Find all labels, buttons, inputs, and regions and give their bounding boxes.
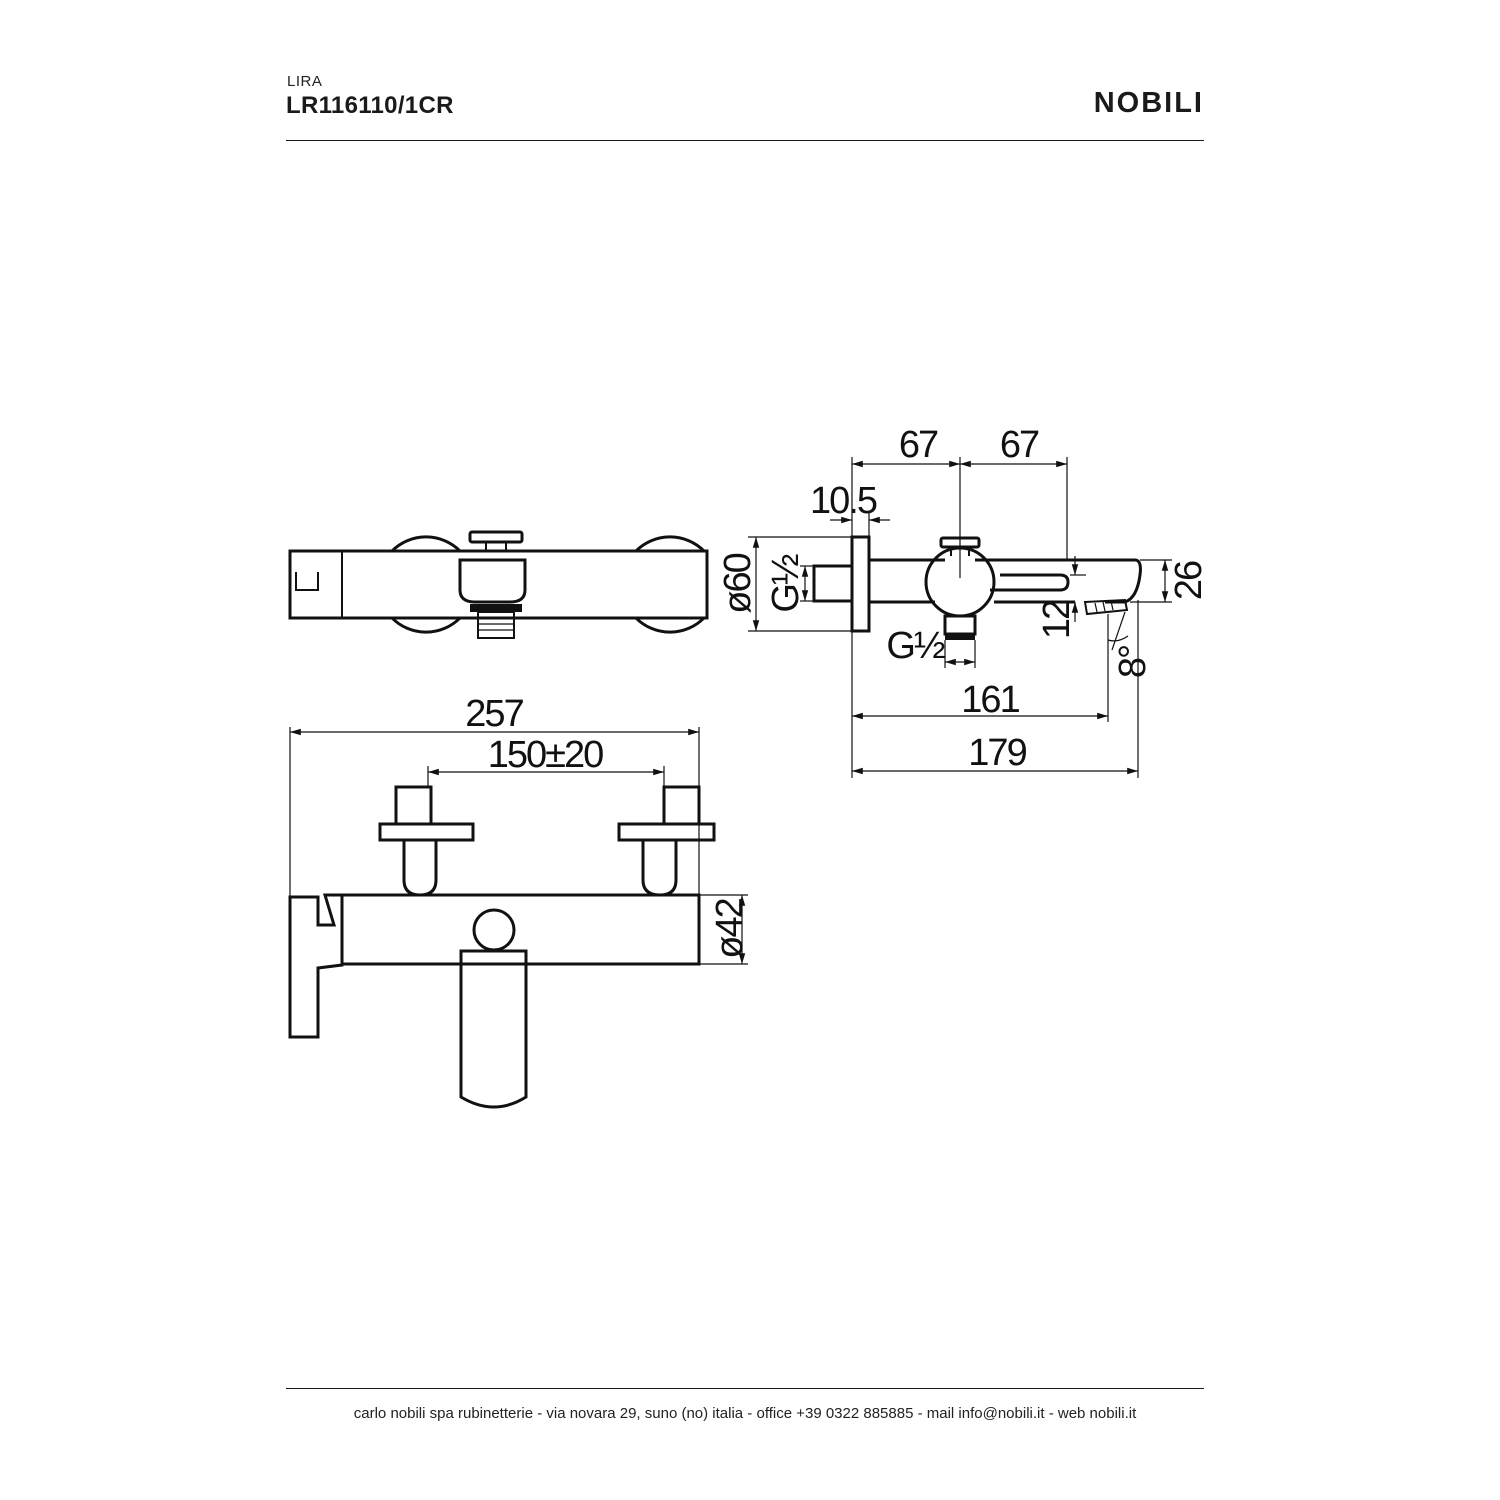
side-view <box>812 535 1142 640</box>
dim-g-half-inlet: G½ <box>765 554 807 613</box>
wall-flange <box>850 535 871 633</box>
top-view <box>288 530 709 639</box>
series-name: LIRA <box>287 73 323 90</box>
dim-161: 161 <box>961 679 1019 721</box>
dim-179: 179 <box>968 732 1026 774</box>
dim-diameter-42: ø42 <box>709 898 751 958</box>
dim-angle-8: 8° <box>1112 646 1154 678</box>
front-view <box>288 785 716 1109</box>
dim-10-5: 10.5 <box>810 480 877 522</box>
lever-handle <box>288 893 344 1039</box>
dim-12: 12 <box>1036 600 1078 639</box>
dim-67-right: 67 <box>1000 424 1039 466</box>
footer-divider <box>286 1388 1204 1389</box>
header-divider <box>286 140 1204 141</box>
spout <box>459 949 528 1109</box>
dim-67-left: 67 <box>899 424 938 466</box>
front-view-body <box>340 893 701 966</box>
dim-g-half-outlet: G½ <box>886 625 945 667</box>
dim-diameter-60: ø60 <box>717 553 759 613</box>
dim-257: 257 <box>465 693 523 735</box>
product-code: LR116110/1CR <box>286 92 454 119</box>
footer-contact: carlo nobili spa rubinetterie - via nova… <box>353 1405 1137 1422</box>
dim-150-20: 150±20 <box>488 734 603 776</box>
brand-logo: NOBILI <box>1093 87 1204 119</box>
dimension-lines <box>289 457 1172 965</box>
dim-26: 26 <box>1168 561 1210 600</box>
